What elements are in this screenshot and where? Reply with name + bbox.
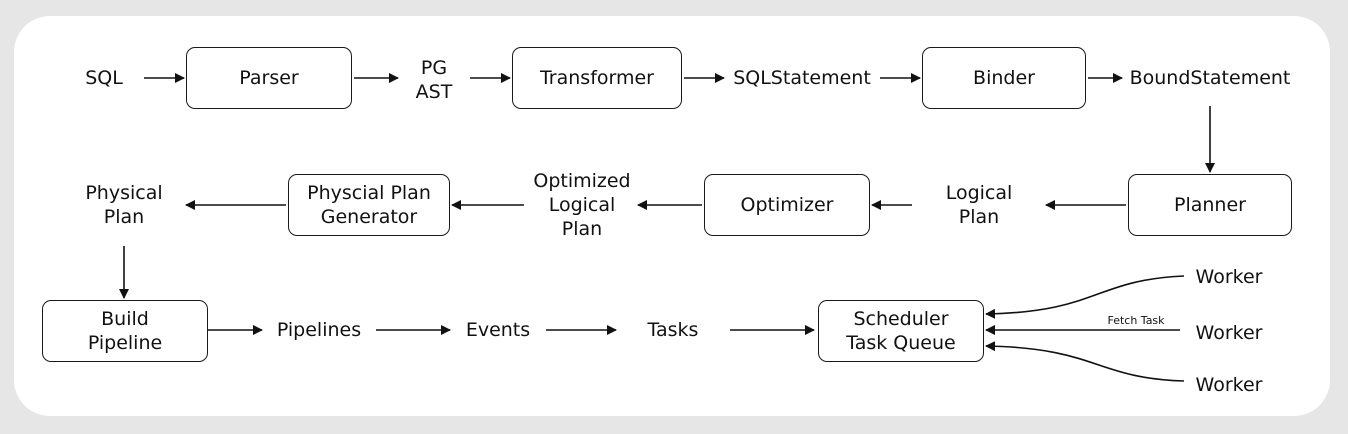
diagram-canvas: SQL Parser PG AST Transformer SQLStateme…	[14, 16, 1330, 416]
arrow-worker-bottom-scheduler	[985, 341, 1185, 382]
label-tasks: Tasks	[647, 319, 699, 341]
node-optimizer: Optimizer	[704, 174, 870, 236]
node-physical-plan-generator: Physcial Plan Generator	[288, 174, 450, 236]
label-optimized-logical-plan: Optimized Logical Plan	[533, 170, 631, 240]
label-fetch-task: Fetch Task	[1107, 314, 1165, 327]
label-events: Events	[465, 319, 531, 341]
label-worker-bottom: Worker	[1195, 374, 1263, 396]
node-build-pipeline: Build Pipeline	[42, 300, 208, 362]
connector-layer	[119, 73, 1215, 382]
label-physical-plan: Physical Plan	[85, 182, 163, 228]
label-sql: SQL	[85, 67, 123, 89]
arrow-worker-top-scheduler	[985, 275, 1185, 319]
node-binder: Binder	[922, 47, 1086, 109]
node-scheduler-task-queue: Scheduler Task Queue	[818, 300, 984, 362]
label-worker-top: Worker	[1195, 266, 1263, 288]
label-logical-plan: Logical Plan	[945, 182, 1013, 228]
node-parser: Parser	[186, 47, 352, 109]
node-transformer: Transformer	[512, 47, 682, 109]
label-sqlstatement: SQLStatement	[733, 67, 871, 89]
label-pg-ast: PG AST	[415, 57, 453, 103]
label-worker-middle: Worker	[1195, 322, 1263, 344]
label-boundstatement: BoundStatement	[1129, 67, 1291, 89]
node-planner: Planner	[1128, 174, 1292, 236]
label-pipelines: Pipelines	[276, 319, 362, 341]
